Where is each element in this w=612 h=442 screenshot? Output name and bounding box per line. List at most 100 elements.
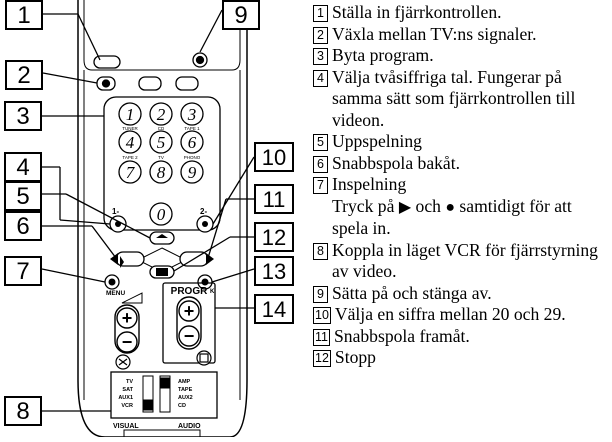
legend-number: 10 — [313, 307, 331, 324]
one-dash-label: 1- — [112, 207, 119, 216]
svg-text:AMP: AMP — [178, 379, 191, 385]
digit-button-9: 9 — [180, 160, 204, 184]
legend-text: Byta program. — [332, 45, 434, 65]
callout-9: 9 — [222, 0, 260, 30]
legend-text: Välja en siffra mellan 20 och 29. — [334, 304, 566, 324]
record-dot-icon: ● — [445, 198, 456, 216]
legend-text: Välja tvåsiffriga tal. Fungerar på samma… — [332, 66, 576, 130]
legend-number: 9 — [313, 285, 328, 303]
progr-plus-glyph: + — [184, 301, 195, 321]
callout-3: 3 — [4, 101, 42, 131]
volume-plus-glyph: + — [122, 308, 133, 328]
top-buttons — [93, 52, 208, 91]
legend-item-2: 2 Växla mellan TV:ns signaler. — [313, 24, 609, 46]
remote-control-drawing: 1 2 3 4 5 6 7 8 9 0 TUNER CD TAPE 1 TAPE… — [41, 0, 255, 438]
volume-down-button — [116, 331, 138, 353]
legend-extra-after: samtidigt för att spela in. — [332, 195, 572, 239]
legend-number: 7 — [313, 177, 328, 194]
svg-text:CD: CD — [178, 403, 186, 409]
legend-item-5: 5 Uppspelning — [313, 131, 609, 153]
legend-text: Koppla in läget VCR för fjärrstyrning av… — [332, 239, 598, 282]
legend-number: 5 — [313, 134, 328, 151]
svg-text:VCR: VCR — [121, 403, 133, 409]
digit-button-1: 1 — [118, 102, 142, 126]
svg-text:7: 7 — [126, 163, 136, 182]
legend-extra-before: Tryck på — [332, 195, 395, 216]
legend-item-9: 9 Sätta på och stänga av. — [313, 283, 609, 305]
audio-label: AUDIO — [178, 423, 201, 430]
legend-item-1: 1 Ställa in fjärrkontrollen. — [313, 2, 609, 24]
teletext-button — [138, 76, 162, 91]
svg-text:0: 0 — [157, 205, 166, 224]
progr-label: PROGR — [171, 286, 208, 297]
bottom-slider — [123, 429, 201, 438]
digit-button-4: 4 — [118, 130, 142, 154]
svg-text:6: 6 — [188, 133, 197, 152]
callout-7: 7 — [4, 256, 42, 286]
legend-item-12: 12 Stopp — [313, 347, 609, 369]
svg-text:2: 2 — [157, 105, 166, 124]
mode-labels-right: AMP TAPE AUX2 CD — [178, 379, 193, 409]
legend-text: Inspelning — [332, 174, 407, 194]
volume-icon — [121, 292, 143, 304]
svg-text:SAT: SAT — [122, 387, 133, 393]
legend-item-10: 10 Välja en siffra mellan 20 och 29. — [313, 304, 609, 326]
svg-text:TV: TV — [158, 155, 164, 160]
legend-number: 8 — [313, 242, 328, 260]
digit-button-6: 6 — [180, 130, 204, 154]
digit-button-8: 8 — [149, 160, 173, 184]
svg-text:5: 5 — [157, 133, 166, 152]
svg-text:9: 9 — [188, 163, 197, 182]
callout-4: 4 — [4, 152, 42, 182]
digit-button-3: 3 — [180, 102, 204, 126]
svg-text:TAPE: TAPE — [178, 387, 193, 393]
volume-up-button — [116, 307, 138, 329]
callout-11: 11 — [254, 184, 294, 214]
legend-number: 6 — [313, 155, 328, 173]
callout-14: 14 — [254, 294, 294, 324]
digit-buttons: 1 2 3 4 5 6 7 8 9 0 — [118, 102, 204, 226]
remote-diagram: 1 2 3 4 5 6 7 8 9 0 TUNER CD TAPE 1 TAPE… — [0, 0, 300, 438]
visual-label: VISUAL — [113, 423, 139, 430]
mute-display-buttons — [115, 350, 212, 370]
volume-minus-glyph: − — [122, 332, 133, 352]
legend-extra-mid: och — [415, 195, 441, 216]
digit-small-labels: TUNER CD TAPE 1 TAPE 2 TV PHONO — [122, 126, 200, 160]
svg-text:AUX2: AUX2 — [178, 395, 193, 401]
play-triangle-icon: ▶ — [398, 198, 412, 216]
progr-down-button — [178, 325, 200, 347]
legend-text: Stopp — [334, 347, 376, 367]
setup-button — [93, 55, 121, 69]
legend-number: 4 — [313, 69, 328, 87]
menu-label: MENU — [106, 290, 125, 297]
svg-text:K: K — [210, 289, 215, 295]
legend-list: 1 Ställa in fjärrkontrollen. 2 Växla mel… — [313, 2, 609, 369]
legend-number: 11 — [313, 328, 330, 346]
svg-text:TAPE 1: TAPE 1 — [184, 126, 200, 131]
svg-text:TUNER: TUNER — [122, 126, 138, 131]
legend-item-6: 6 Snabbspola bakåt. — [313, 153, 609, 175]
digit-label: 1 — [126, 105, 135, 124]
svg-text:AUX1: AUX1 — [118, 395, 133, 401]
mode-labels-left: TV SAT AUX1 VCR — [118, 379, 133, 409]
display-button — [196, 350, 212, 366]
progr-control — [176, 296, 202, 350]
legend-number: 1 — [313, 5, 328, 22]
volume-control — [114, 292, 143, 354]
progr-minus-glyph: − — [184, 326, 195, 346]
legend-number: 12 — [313, 350, 331, 367]
transport-cluster — [104, 231, 214, 290]
digit-button-5: 5 — [149, 130, 173, 154]
svg-text:8: 8 — [157, 163, 166, 182]
legend-text: Snabbspola bakåt. — [332, 152, 461, 173]
legend-number: 3 — [313, 48, 328, 65]
visual-mode-slider — [142, 375, 154, 413]
svg-text:3: 3 — [187, 105, 197, 124]
svg-text:PHONO: PHONO — [184, 155, 201, 160]
svg-text:TAPE 2: TAPE 2 — [122, 155, 138, 160]
mode-switch-panel — [110, 371, 218, 419]
legend-number: 2 — [313, 26, 328, 44]
legend-text: Ställa in fjärrkontrollen. — [332, 2, 502, 22]
legend-text: Växla mellan TV:ns signaler. — [332, 23, 537, 44]
leader-lines — [41, 9, 255, 412]
